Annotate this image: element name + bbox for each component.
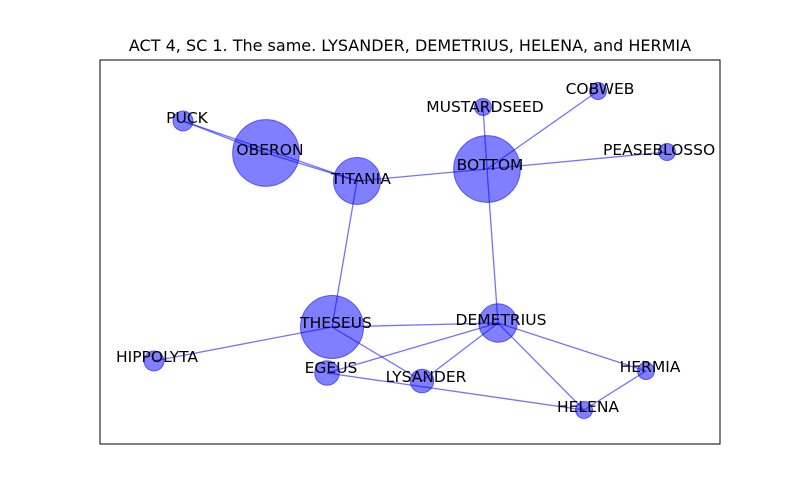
node-label-demetrius: DEMETRIUS [456,311,547,329]
node-label-hermia: HERMIA [620,358,681,376]
edge-demetrius-helena [497,322,585,411]
node-oberon [232,119,300,187]
node-label-hippolyta: HIPPOLYTA [116,348,198,366]
figure-title: ACT 4, SC 1. The same. LYSANDER, DEMETRI… [129,36,691,55]
node-theseus [300,295,364,359]
node-label-puck: PUCK [166,109,209,127]
node-label-bottom: BOTTOM [457,156,524,174]
node-hippolyta [143,350,165,372]
node-label-oberon: OBERON [236,141,303,159]
node-label-peaseblossom: PEASEBLOSSO [603,141,715,159]
edge-demetrius-hermia [497,322,647,372]
node-mustardseed [473,97,493,117]
node-layer [143,81,677,420]
node-label-titania: TITANIA [330,170,391,188]
node-puck [172,110,194,132]
node-demetrius [478,303,518,343]
node-hermia [636,361,656,381]
edge-egeus-demetrius [326,322,499,374]
node-egeus [314,360,340,386]
node-helena [574,400,594,420]
node-lysander [409,368,435,394]
node-bottom [453,135,521,203]
node-label-egeus: EGEUS [305,359,358,377]
node-label-cobweb: COBWEB [566,80,635,98]
node-cobweb [588,81,608,101]
node-label-lysander: LYSANDER [386,368,467,386]
node-label-mustardseed: MUSTARDSEED [426,98,544,116]
edge-layer [153,90,668,411]
node-peaseblossom [657,142,677,162]
node-label-helena: HELENA [557,398,619,416]
plot-frame [99,59,721,445]
edge-egeus-helena [326,372,585,411]
node-label-theseus: THESEUS [299,314,372,332]
label-layer: PUCK OBERON TITANIA MUSTARDSEED COBWEB BOTTOM… [116,80,715,416]
node-titania [333,157,381,205]
edge-hermia-helena [583,370,647,411]
